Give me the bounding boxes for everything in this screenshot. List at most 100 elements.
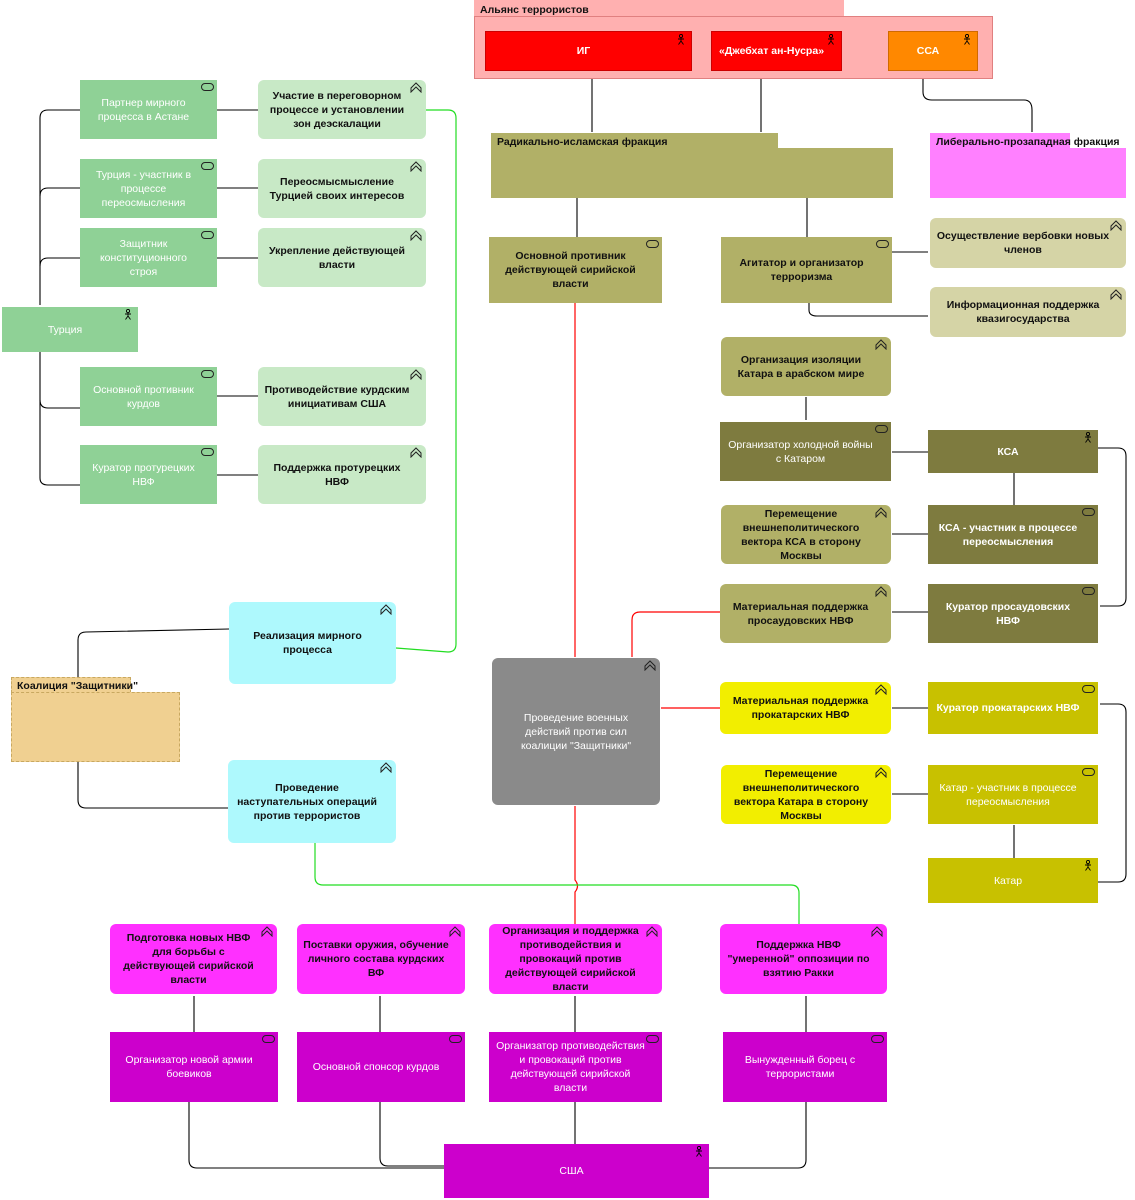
role-radical-agitator[interactable]: Агитатор и организатор терроризма xyxy=(721,237,892,303)
qatar-to-curator xyxy=(1098,703,1127,883)
role-ksa-cold-war[interactable]: Организатор холодной войны с Катаром xyxy=(720,422,891,481)
goal-qatar-isolation[interactable]: Организация изоляции Катара в арабском м… xyxy=(721,337,891,396)
goal-turkey-interests[interactable]: Переосмысмысление Турцией своих интересо… xyxy=(258,159,426,218)
role-icon xyxy=(875,425,888,433)
radical-group xyxy=(491,148,893,198)
actor-qatar[interactable]: Катар xyxy=(928,858,1098,903)
raqqa-to-offensive xyxy=(314,843,800,925)
role-turkey-defender[interactable]: Защитник конституционного строя xyxy=(80,228,217,287)
actor-nusra[interactable]: «Джебхат ан-Нусра» xyxy=(711,31,842,71)
role-icon xyxy=(201,162,214,170)
turkey-trunk-up xyxy=(39,109,80,305)
goal-icon xyxy=(449,926,461,937)
role-icon xyxy=(201,83,214,91)
role-icon xyxy=(1082,508,1095,516)
goal-icon xyxy=(410,230,422,241)
turkey-to-defender xyxy=(39,257,80,267)
actor-icon xyxy=(696,1146,702,1157)
role-usa-provocations[interactable]: Организатор противодействия и провокаций… xyxy=(489,1032,662,1102)
role-icon xyxy=(646,1035,659,1043)
goal-icon xyxy=(646,926,658,937)
ksa-material-to-military xyxy=(631,611,720,657)
goal-qatar-shift[interactable]: Перемещение внешнеполитического вектора … xyxy=(721,765,891,824)
goal-turkey-talks[interactable]: Участие в переговорном процессе и устано… xyxy=(258,80,426,139)
goal-offensive[interactable]: Проведение наступательных операций проти… xyxy=(228,760,396,843)
turkey-trunk-down xyxy=(39,352,80,486)
actor-icon xyxy=(828,34,834,45)
goal-icon xyxy=(875,507,887,518)
goal-qatar-material[interactable]: Материальная поддержка прокатарских НВФ xyxy=(720,682,891,734)
actor-icon xyxy=(1085,432,1091,443)
goal-peace-process[interactable]: Реализация мирного процесса xyxy=(229,602,396,684)
role-icon xyxy=(201,231,214,239)
role-icon xyxy=(1082,587,1095,595)
alliance-group xyxy=(474,0,844,17)
ksa-to-curator xyxy=(1098,447,1127,607)
role-turkey-astana[interactable]: Партнер мирного процесса в Астане xyxy=(80,80,217,139)
turkey-to-kurds xyxy=(39,399,80,409)
goal-info[interactable]: Информационная поддержка квазигосударств… xyxy=(930,287,1126,337)
actor-usa[interactable]: США xyxy=(444,1144,709,1198)
role-radical-opponent[interactable]: Основной противник действующей сирийской… xyxy=(489,237,662,303)
goal-usa-raqqa[interactable]: Поддержка НВФ "умеренной" оппозиции по в… xyxy=(720,924,887,994)
goal-ksa-shift[interactable]: Перемещение внешнеполитического вектора … xyxy=(721,505,891,564)
goal-icon xyxy=(875,684,887,695)
role-qatar-curator[interactable]: Куратор прокатарских НВФ xyxy=(928,682,1098,734)
actor-ksa[interactable]: КСА xyxy=(928,430,1098,473)
role-usa-forced[interactable]: Вынужденный борец с террористами xyxy=(723,1032,887,1102)
goal-military-actions[interactable]: Проведение военных действий против сил к… xyxy=(492,658,660,805)
coalition-title: Коалиция "Защитники" xyxy=(17,680,139,692)
usa-organize-to-military xyxy=(574,806,579,925)
talks-to-peace xyxy=(395,109,457,653)
goal-icon xyxy=(410,447,422,458)
role-turkey-curator[interactable]: Куратор протурецких НВФ xyxy=(80,445,217,504)
goal-turkey-power[interactable]: Укрепление действующей власти xyxy=(258,228,426,287)
goal-usa-train[interactable]: Подготовка новых НВФ для борьбы с действ… xyxy=(110,924,277,994)
actor-turkey[interactable]: Турция xyxy=(2,307,138,352)
role-icon xyxy=(646,240,659,248)
radical-group-tab xyxy=(491,133,778,149)
role-turkey-kurds[interactable]: Основной противник курдов xyxy=(80,367,217,426)
goal-usa-organize[interactable]: Организация и поддержка противодействия … xyxy=(489,924,662,994)
actor-icon xyxy=(125,309,131,320)
actor-ssa[interactable]: ССА xyxy=(888,31,978,71)
goal-icon xyxy=(410,161,422,172)
goal-recruit[interactable]: Осуществление вербовки новых членов xyxy=(930,218,1126,268)
coalition-group xyxy=(11,692,180,762)
goal-icon xyxy=(875,339,887,350)
role-ksa-curator[interactable]: Куратор просаудовских НВФ xyxy=(928,584,1098,643)
role-usa-kurd-sponsor[interactable]: Основной спонсор курдов xyxy=(297,1032,465,1102)
role-icon xyxy=(1082,768,1095,776)
role-icon xyxy=(449,1035,462,1043)
role-icon xyxy=(201,448,214,456)
liberal-group-tab xyxy=(930,133,1070,149)
turkey-to-rethink xyxy=(39,187,80,197)
role-usa-new-army[interactable]: Организатор новой армии боевиков xyxy=(110,1032,278,1102)
goal-icon xyxy=(1110,220,1122,231)
role-ksa-rethink[interactable]: КСА - участник в процессе переосмысления xyxy=(928,505,1098,564)
role-icon xyxy=(876,240,889,248)
coalition-group-tab xyxy=(11,677,131,693)
role-icon xyxy=(871,1035,884,1043)
liberal-title: Либерально-прозападная фракция xyxy=(936,136,1120,148)
goal-turkey-support-nvf[interactable]: Поддержка протурецких НВФ xyxy=(258,445,426,504)
actor-icon xyxy=(678,34,684,45)
goal-icon xyxy=(410,82,422,93)
goal-icon xyxy=(410,369,422,380)
role-turkey-rethink[interactable]: Турция - участник в процессе переосмысле… xyxy=(80,159,217,218)
goal-ksa-material[interactable]: Материальная поддержка просаудовских НВФ xyxy=(720,584,891,643)
role-qatar-rethink[interactable]: Катар - участник в процессе переосмыслен… xyxy=(928,765,1098,824)
role-icon xyxy=(262,1035,275,1043)
goal-icon xyxy=(261,926,273,937)
goal-icon xyxy=(380,762,392,773)
goal-icon xyxy=(875,767,887,778)
alliance-title: Альянс террористов xyxy=(480,4,589,16)
role-icon xyxy=(201,370,214,378)
goal-icon xyxy=(1110,289,1122,300)
goal-turkey-counter-us[interactable]: Противодействие курдским инициативам США xyxy=(258,367,426,426)
goal-usa-arms[interactable]: Поставки оружия, обучение личного состав… xyxy=(297,924,465,994)
goal-icon xyxy=(380,604,392,615)
role-icon xyxy=(1082,685,1095,693)
actor-ig[interactable]: ИГ xyxy=(485,31,692,71)
